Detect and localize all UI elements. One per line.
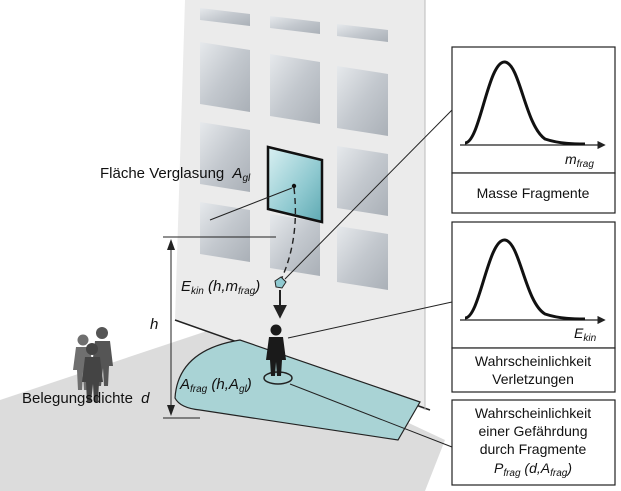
- hazard-line3: durch Fragmente: [480, 441, 587, 457]
- mass-distribution-box: mfrag Masse Fragmente: [451, 46, 616, 214]
- hazard-line1: Wahrscheinlichkeit: [475, 405, 591, 421]
- mass-distribution-curve: [464, 60, 586, 146]
- label-ekin: Ekin (h,mfrag): [181, 278, 260, 297]
- label-glazing-area: Fläche Verglasung Agl: [100, 165, 251, 184]
- people-group-icon: [73, 327, 113, 402]
- label-afrag: Afrag (h,Agl): [179, 376, 252, 395]
- height-dimension: [163, 236, 276, 419]
- leader-pane: [209, 187, 293, 221]
- hazard-probability-box: Wahrscheinlichkeit einer Gefährdung durc…: [451, 399, 616, 486]
- mass-caption: Masse Fragmente: [477, 185, 590, 201]
- label-height: h: [150, 316, 158, 333]
- mass-axis-label: mfrag: [565, 151, 594, 170]
- fragment-particle: [274, 276, 287, 289]
- fragment-zone: [174, 339, 421, 441]
- injury-axis-label: Ekin: [574, 325, 597, 344]
- injury-probability-curve: [464, 238, 586, 321]
- hazard-formula: Pfrag (d,Afrag): [494, 460, 572, 479]
- pane-origin-point: [291, 183, 297, 189]
- window-grid: [200, 8, 388, 290]
- leader-hazard-box: [289, 383, 453, 448]
- person-target-icon: [266, 324, 286, 376]
- leader-injury-box: [287, 301, 453, 339]
- leader-mass-box: [284, 109, 453, 280]
- hazard-line2: einer Gefährdung: [479, 423, 588, 439]
- injury-probability-box: Ekin Wahrscheinlichkeit Verletzungen: [451, 221, 616, 393]
- injury-caption-line1: Wahrscheinlichkeit: [475, 353, 591, 369]
- label-occupancy: Belegungsdichte d: [22, 390, 150, 407]
- fragment-trajectory: [279, 187, 297, 283]
- injury-caption-line2: Verletzungen: [492, 371, 574, 387]
